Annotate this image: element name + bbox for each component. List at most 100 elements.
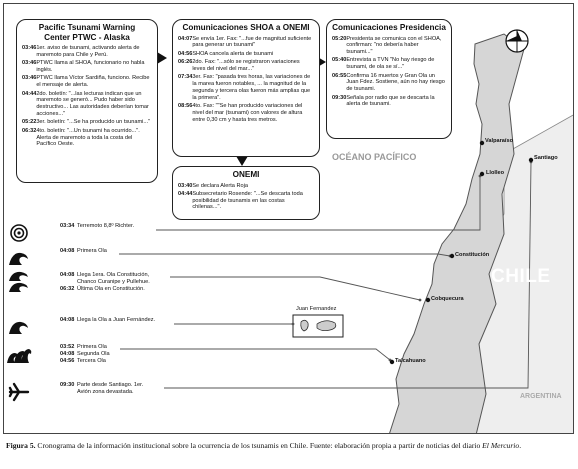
- timeline-time: 03:34: [60, 223, 75, 229]
- entry-text: Confirma 16 muertos y Gran Ola un Juan F…: [346, 72, 445, 93]
- timeline-time: [60, 279, 77, 286]
- ocean-label: OCÉANO PACÍFICO: [332, 152, 417, 162]
- entry-text: PTWC llama Víctor Sardiña, funciono. Rec…: [36, 75, 150, 89]
- ptwc-title: Pacific Tsunami Warning Center PTWC - Al…: [38, 23, 136, 42]
- timeline-time: 03:52: [60, 344, 75, 350]
- entry-time: 03:46: [22, 75, 37, 82]
- timeline-time: 04:56: [60, 358, 75, 364]
- dot-talcahuano: [389, 359, 395, 365]
- entry-text: Presidenta se comunica con el SHOA, conf…: [346, 35, 442, 56]
- caption-end: .: [519, 441, 522, 450]
- entry-time: 04:44: [22, 90, 37, 97]
- entry-text: 4to. boletín: "...Un tsunami ha ocurrido…: [36, 127, 140, 148]
- timeline-time: 09:30: [60, 382, 75, 388]
- timeline-event: Chanco Curanipe y Pullehue.: [77, 279, 150, 285]
- ptwc-box: Pacific Tsunami Warning Center PTWC - Al…: [16, 19, 158, 183]
- timeline-line: Avión zona devastada.: [34, 389, 143, 396]
- caption-text: Cronograma de la información institucion…: [35, 441, 483, 450]
- entry-time: 08:56: [178, 103, 193, 110]
- timeline-event: Llega la Ola a Juan Fernández.: [77, 317, 156, 323]
- neighbor-label: ARGENTINA: [520, 393, 562, 400]
- timeline-time: 06:32: [60, 286, 75, 292]
- timeline-time: 04:08: [60, 317, 75, 323]
- entry-time: 05:20: [332, 35, 347, 42]
- entry-time: 05:40: [332, 57, 347, 64]
- shoa-to-onemi-arrow: [236, 156, 248, 166]
- entry-time: 06:55: [332, 72, 347, 79]
- entry-time: 03:46: [22, 45, 37, 51]
- entry-text: 2do. Fax: "...sólo se registraron variac…: [192, 59, 300, 72]
- dot-valparaiso: [479, 140, 485, 146]
- wave-icon: [4, 317, 34, 337]
- entry-time: 05:22: [22, 119, 37, 126]
- caption-label: Figura 5.: [6, 441, 36, 450]
- timeline-line: Chanco Curanipe y Pullehue.: [34, 279, 150, 286]
- timeline-event: Última Ola en Constitución.: [77, 286, 145, 292]
- entry-time: 04:56: [178, 50, 193, 57]
- entry-time: 09:30: [332, 94, 347, 101]
- entry-text: Se declara Alerta Roja: [192, 182, 248, 189]
- entry-text: 3er. boletín: "...Se ha producido un tsu…: [36, 119, 151, 126]
- entry-text: 3er. Fax: "pasada tres horas, las variac…: [192, 74, 311, 101]
- dot-santiago: [528, 157, 534, 163]
- entry-text: Subsecretario Rosende: "...Se descarta t…: [192, 190, 303, 211]
- timeline-time: 04:08: [60, 272, 75, 278]
- entry-text: Señala por radio que se descarta la aler…: [346, 94, 435, 108]
- entry-time: 07:34: [178, 74, 193, 81]
- timeline-event: Segunda Ola: [77, 351, 110, 357]
- city-cobquecura: Cobquecura: [431, 296, 464, 302]
- entry-time: 06:26: [178, 59, 193, 66]
- timeline-event: Llega 1era. Ola Constitución,: [77, 272, 150, 278]
- dot-cobquecura: [425, 297, 431, 303]
- entry-time: 04:07: [178, 35, 193, 42]
- city-markers: [389, 140, 534, 365]
- timeline-event: Primera Ola: [77, 344, 107, 350]
- city-valparaiso: Valparaíso: [485, 138, 513, 144]
- city-santiago: Santiago: [534, 155, 558, 161]
- entry-text: PTWC llama al SHOA, funcionario no habla…: [36, 60, 145, 73]
- figure-caption: Figura 5. Cronograma de la información i…: [6, 441, 572, 451]
- wave-icon: [4, 248, 34, 268]
- entry-text: 2do. boletín: "...las lecturas indican q…: [36, 90, 149, 117]
- entry-time: 04:44: [178, 190, 193, 197]
- timeline-event: Primera Ola: [77, 248, 107, 254]
- timeline-event: Avión zona devastada.: [77, 389, 134, 395]
- dot-constitucion: [449, 253, 455, 259]
- entry-time: 03:46: [22, 60, 37, 67]
- country-label: CHILE: [491, 266, 551, 287]
- timeline-time: 04:08: [60, 248, 75, 254]
- entry-text: 4to. Fax: ""Se han producido variaciones…: [192, 103, 303, 123]
